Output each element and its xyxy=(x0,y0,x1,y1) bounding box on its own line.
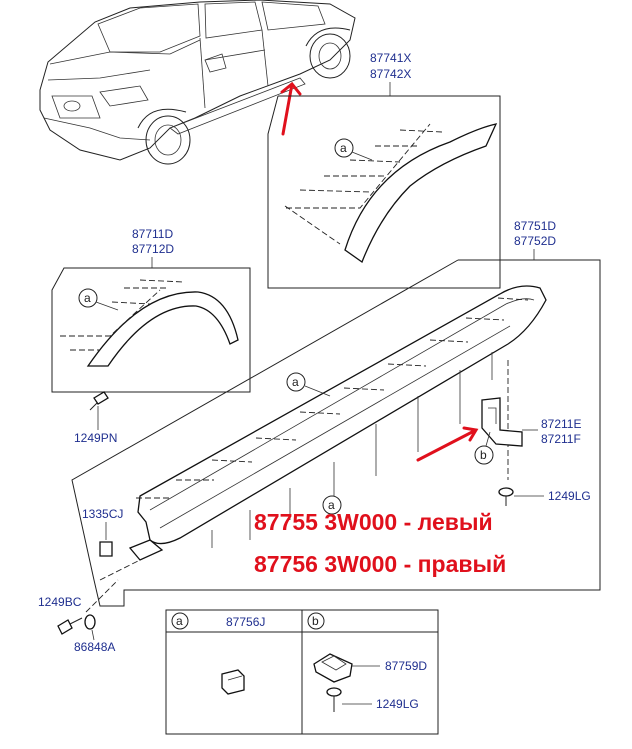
vehicle-illustration xyxy=(39,0,356,165)
label-rear-fender-2: 87742X xyxy=(370,67,411,81)
label-bolt-1249bc: 1249BC xyxy=(38,595,82,609)
bracket-87211 xyxy=(481,397,523,447)
label-bracket-1: 87211E xyxy=(541,417,581,431)
label-rear-fender-1: 87741X xyxy=(370,51,411,65)
legend-callout-b xyxy=(307,612,325,630)
legend-clip-87756j xyxy=(221,669,245,695)
legend-table xyxy=(165,609,439,735)
label-sill-2: 87752D xyxy=(514,234,556,248)
legend-part-a: 87756J xyxy=(226,615,265,629)
callout-a-front-text: a xyxy=(84,291,91,305)
bolt-1249bc xyxy=(57,617,83,635)
front-fender-molding xyxy=(86,291,239,367)
rear-fender-molding xyxy=(344,123,498,264)
label-front-fender-1: 87711D xyxy=(132,227,173,241)
callout-b-sill xyxy=(474,445,494,465)
red-arrow-car xyxy=(280,81,302,136)
rear-fender-arrows xyxy=(284,123,443,245)
label-clip-1335cj: 1335CJ xyxy=(82,507,123,521)
label-screw-1249pn: 1249PN xyxy=(74,431,117,445)
screw-1249lg-sill xyxy=(498,487,514,506)
label-sill-1: 87751D xyxy=(514,219,556,233)
note-left: 87755 3W000 - левый xyxy=(254,509,493,535)
sill-arrows xyxy=(99,297,529,581)
washer-86848a xyxy=(84,614,96,630)
rear-fender-box xyxy=(267,95,501,289)
legend-callout-b-text: b xyxy=(312,614,319,628)
screw-1249pn xyxy=(89,391,109,411)
front-fender-box xyxy=(51,267,251,393)
legend-callout-a-text: a xyxy=(176,614,183,628)
legend-screw-b: 1249LG xyxy=(376,697,419,711)
label-washer-86848a: 86848A xyxy=(74,640,115,654)
clip-1335cj xyxy=(99,541,113,557)
label-front-fender-2: 87712D xyxy=(132,242,174,256)
legend-clip-87759d xyxy=(313,653,353,683)
callout-b-sill-text: b xyxy=(480,448,487,462)
legend-part-b: 87759D xyxy=(385,659,427,673)
front-fender-arrows xyxy=(60,279,185,351)
note-right: 87756 3W000 - правый xyxy=(254,551,506,577)
legend-callout-a xyxy=(171,612,189,630)
callout-a-rear-text: a xyxy=(340,141,347,155)
side-sill-box xyxy=(71,259,601,607)
side-sill-molding xyxy=(137,285,547,545)
callout-a-sill-top-text: a xyxy=(292,375,299,389)
label-bracket-2: 87211F xyxy=(541,432,581,446)
callout-a-front xyxy=(78,288,98,308)
label-screw-1249lg: 1249LG xyxy=(548,489,591,503)
legend-screw-1249lg xyxy=(326,687,342,712)
callout-a-sill-top xyxy=(286,372,306,392)
red-arrow-bracket xyxy=(416,426,479,462)
callout-a-sill-bottom-text: a xyxy=(328,498,335,512)
callout-a-rear xyxy=(334,138,354,158)
callout-a-sill-bottom xyxy=(322,495,342,515)
